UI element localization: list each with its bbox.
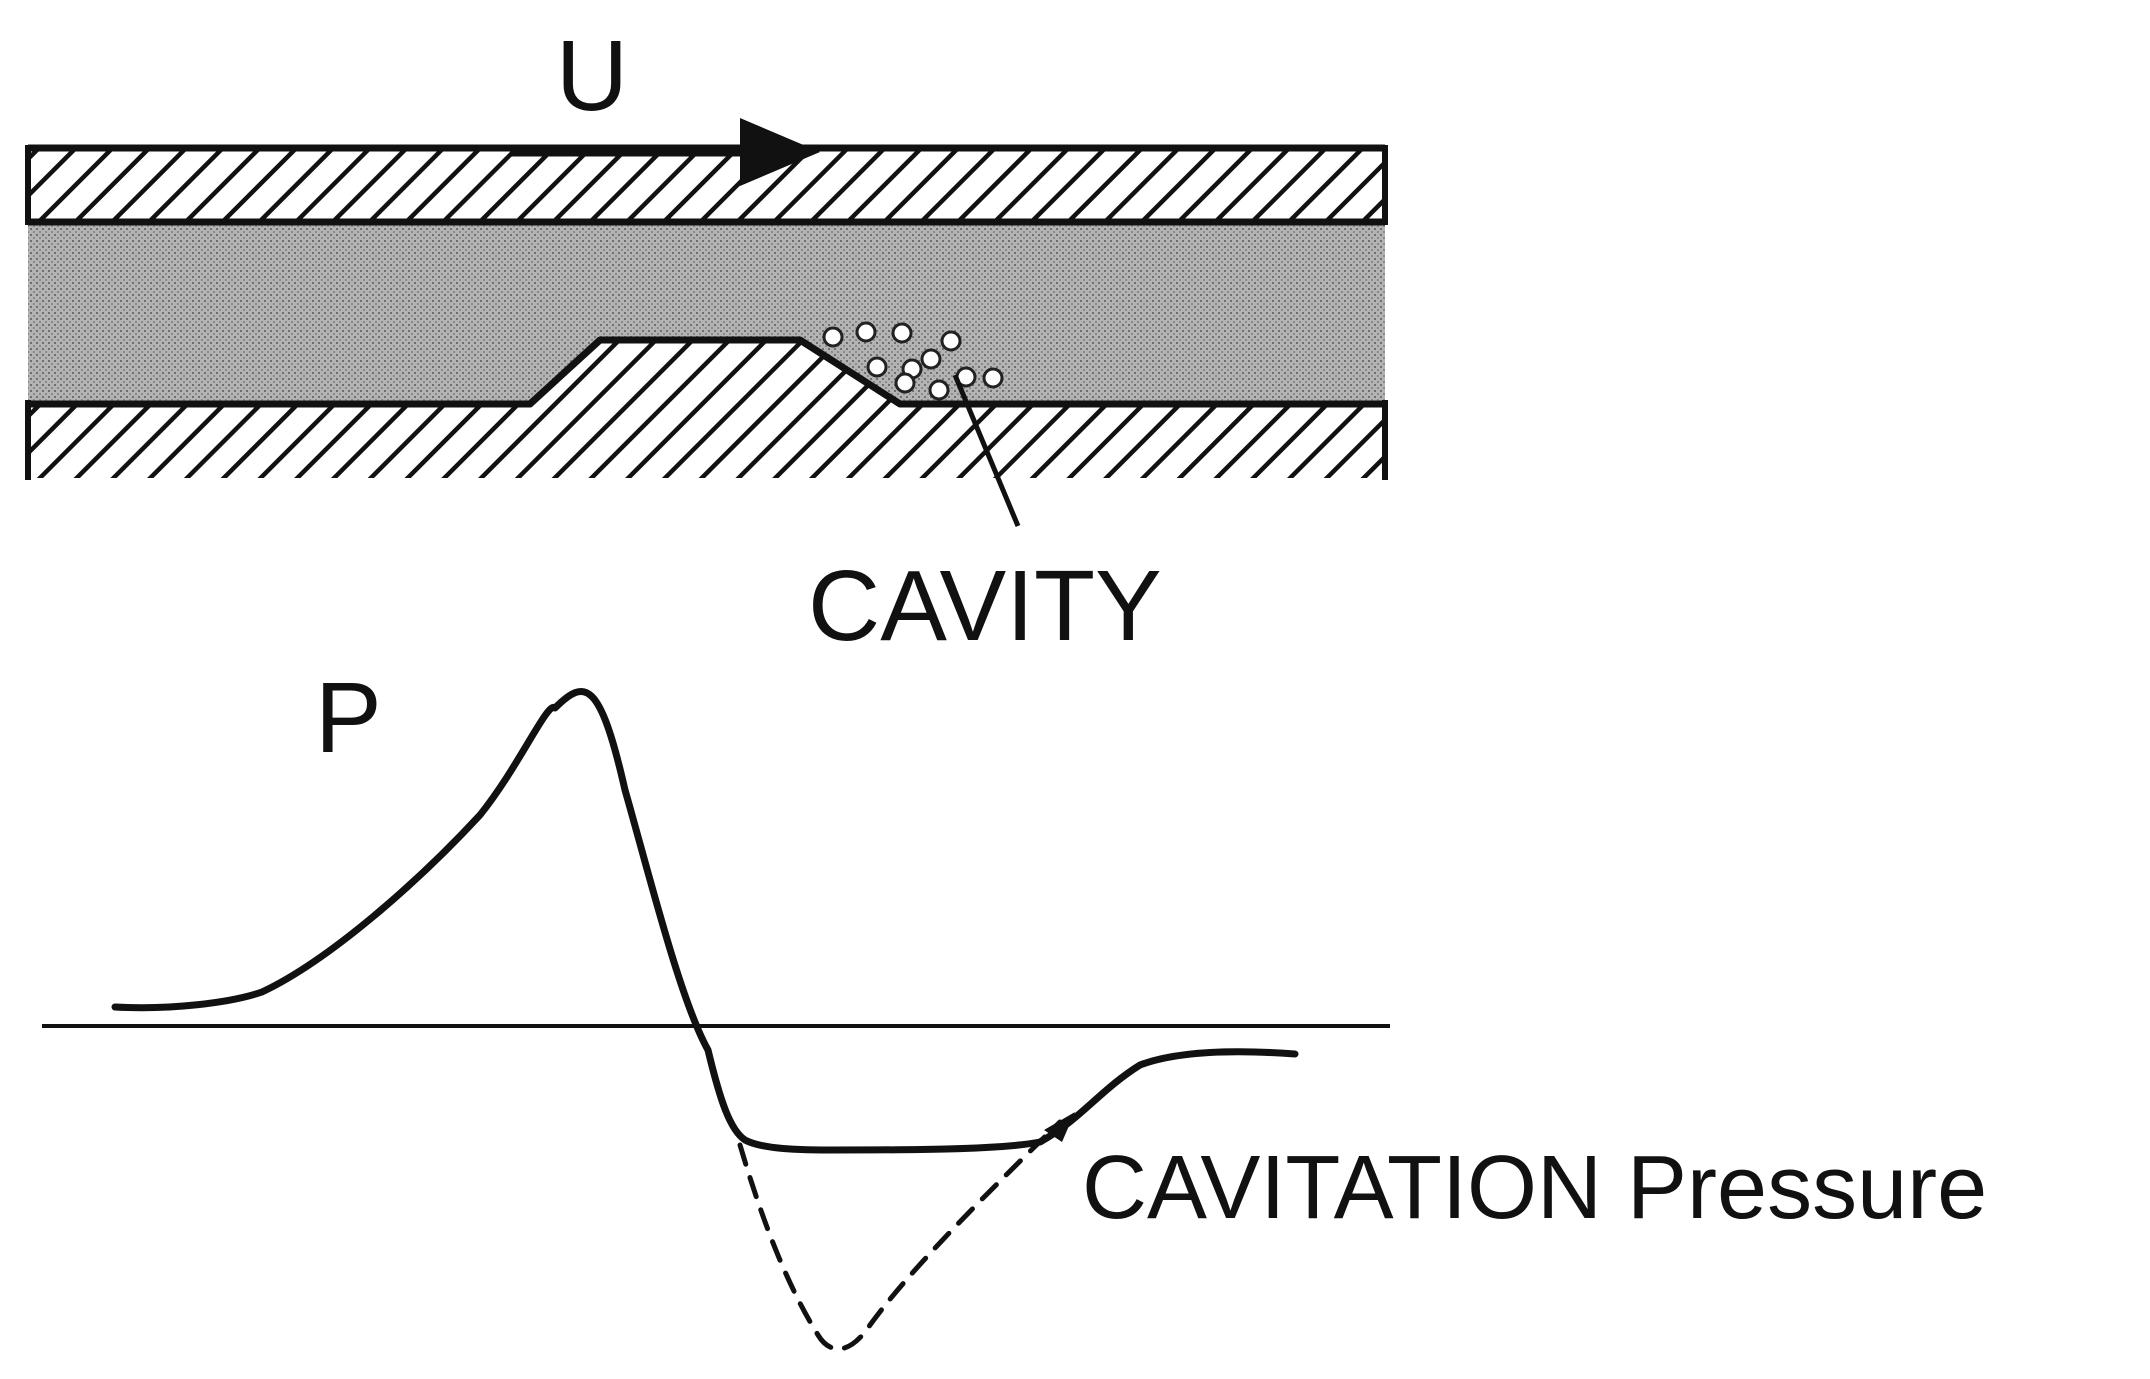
cavitation-pointer-icon [1044, 1112, 1075, 1142]
velocity-arrow-icon [510, 118, 820, 186]
pressure-label: P [315, 662, 382, 774]
lower-surface-with-step [25, 336, 1388, 480]
velocity-label: U [556, 20, 628, 132]
cavitation-pressure-label: CAVITATION Pressure [1082, 1138, 1987, 1238]
cavity-leader-line [952, 374, 1021, 527]
cavity-bubbles [822, 321, 1004, 401]
cavity-label: CAVITY [808, 550, 1162, 662]
theoretical-negative-pressure-curve [737, 1119, 1063, 1352]
pressure-curve [111, 688, 1299, 1154]
upper-moving-surface [25, 144, 1388, 226]
